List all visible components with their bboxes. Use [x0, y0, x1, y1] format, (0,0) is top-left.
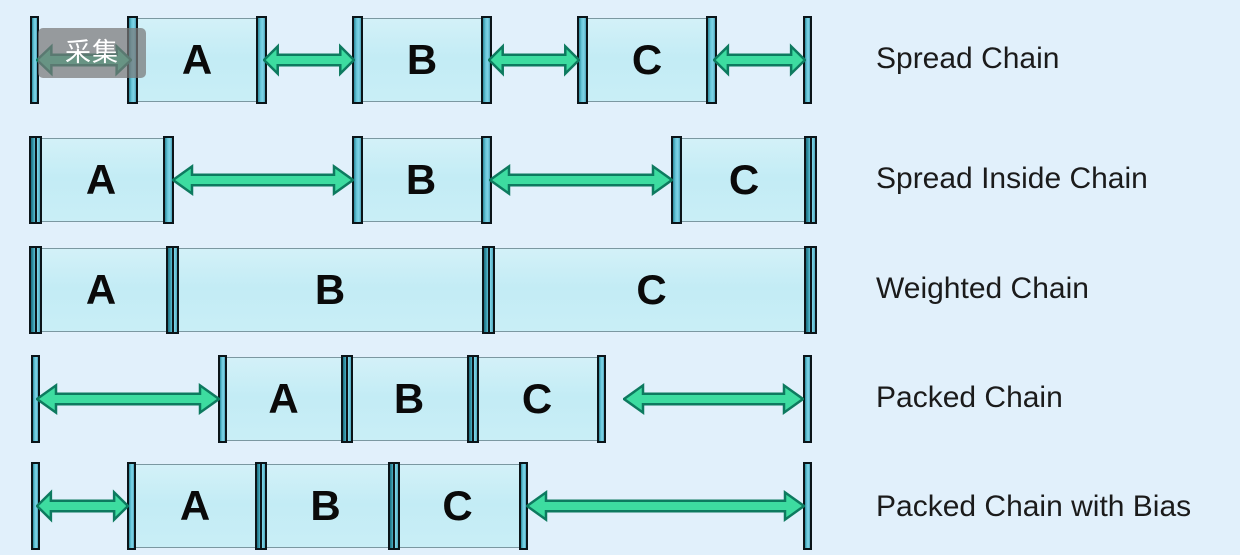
capture-badge[interactable]: 采集 — [38, 28, 146, 78]
chain-box-packed-chain-C: C — [472, 357, 602, 441]
chain-box-spread-inside-chain-A: A — [30, 138, 172, 222]
chain-row-spread-inside-chain: A B C — [0, 136, 1240, 224]
chain-box-spread-chain-A: A — [133, 18, 261, 102]
chain-box-weighted-chain-B: B — [172, 248, 488, 332]
chain-box-letter: C — [442, 482, 473, 529]
gap-arrow — [489, 163, 673, 197]
chain-bar — [804, 246, 817, 334]
chain-row-packed-chain-with-bias: A B C — [0, 462, 1240, 550]
chain-box-letter: C — [728, 156, 760, 203]
chain-row-weighted-chain: A B C — [0, 246, 1240, 334]
chain-box-letter: B — [405, 156, 437, 203]
chain-bar — [482, 246, 495, 334]
chain-box-letter: A — [181, 36, 213, 83]
chain-box-packed-chain-with-bias-C: C — [392, 464, 523, 548]
chain-box-letter: B — [314, 266, 346, 313]
chain-bar — [341, 355, 353, 443]
chain-box-spread-inside-chain-B: B — [353, 138, 489, 222]
chain-bar — [803, 355, 812, 443]
chain-box-letter: B — [393, 375, 425, 422]
chain-box-spread-inside-chain-C: C — [673, 138, 815, 222]
chain-box-letter: A — [85, 156, 117, 203]
chain-row-packed-chain: A B C — [0, 355, 1240, 443]
chain-box-spread-chain-B: B — [358, 18, 486, 102]
row-label-packed-chain-with-bias: Packed Chain with Bias — [876, 490, 1192, 523]
chain-bar — [388, 462, 400, 550]
capture-badge-label: 采集 — [64, 38, 119, 68]
chain-bar — [597, 355, 606, 443]
chain-box-letter: C — [636, 266, 667, 313]
chain-box-packed-chain-A: A — [221, 357, 346, 441]
chain-box-letter: C — [521, 375, 553, 422]
chain-box-packed-chain-with-bias-B: B — [259, 464, 392, 548]
chain-box-letter: A — [85, 266, 117, 313]
gap-arrow — [172, 163, 354, 197]
chain-box-weighted-chain-C: C — [488, 248, 815, 332]
chain-box-packed-chain-B: B — [346, 357, 472, 441]
row-label-spread-inside-chain: Spread Inside Chain — [876, 162, 1148, 195]
chain-bar — [166, 246, 179, 334]
chain-box-letter: A — [268, 375, 299, 422]
chain-box-letter: A — [179, 482, 211, 529]
gap-arrow — [623, 382, 804, 416]
chain-box-weighted-chain-A: A — [30, 248, 172, 332]
chain-box-packed-chain-with-bias-A: A — [131, 464, 259, 548]
gap-arrow — [36, 489, 129, 523]
chain-bar — [255, 462, 267, 550]
gap-arrow — [526, 489, 805, 523]
row-label-spread-chain: Spread Chain — [876, 42, 1060, 75]
chain-box-letter: B — [310, 482, 341, 529]
gap-arrow — [488, 43, 580, 77]
row-label-weighted-chain: Weighted Chain — [876, 272, 1089, 305]
gap-arrow — [36, 382, 220, 416]
chain-box-letter: C — [631, 36, 663, 83]
gap-arrow — [713, 43, 806, 77]
chain-bar — [29, 246, 42, 334]
row-label-packed-chain: Packed Chain — [876, 381, 1063, 414]
chain-bar — [467, 355, 479, 443]
chain-bar — [29, 136, 42, 224]
gap-arrow — [263, 43, 355, 77]
chain-bar — [804, 136, 817, 224]
chain-box-letter: B — [406, 36, 438, 83]
chain-box-spread-chain-C: C — [583, 18, 711, 102]
